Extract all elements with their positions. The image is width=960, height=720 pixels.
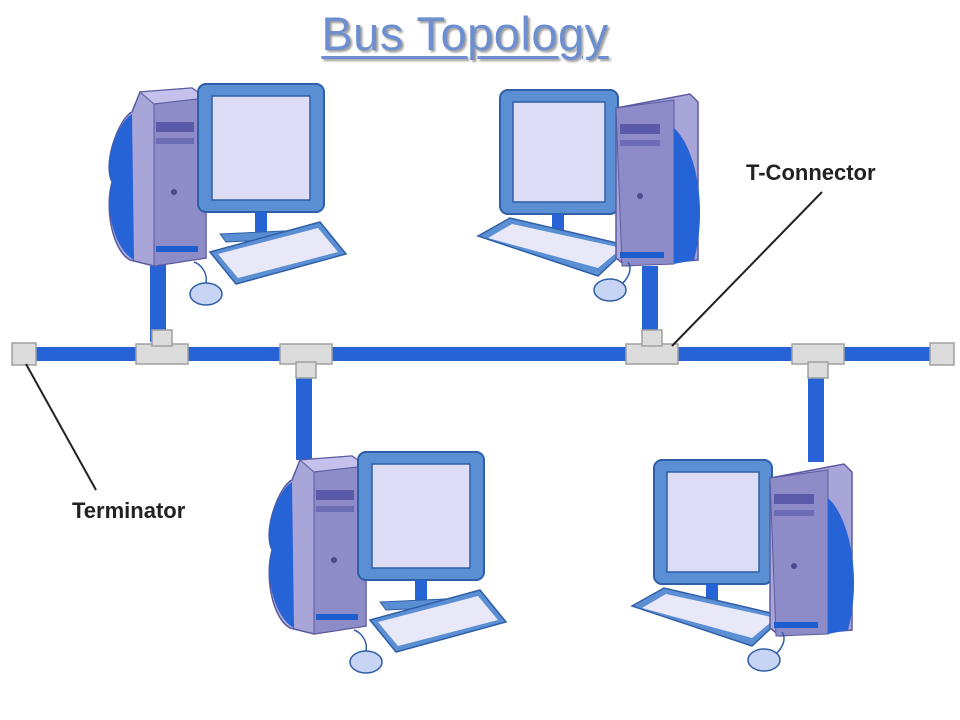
drop-cable-bottom-right [808, 364, 824, 462]
computer-bottom-right [631, 459, 856, 672]
t-connector-4 [791, 343, 845, 379]
page-title: Bus Topology [321, 7, 609, 60]
t-connector-3 [625, 329, 679, 365]
t-connector-1 [135, 329, 189, 365]
drop-cable-top-left [150, 262, 166, 342]
bus-backbone-cable [26, 347, 938, 361]
terminator-callout-line [25, 363, 97, 491]
terminator-right [929, 342, 955, 366]
computer-top-right [477, 89, 702, 302]
t-connector-callout-line [671, 191, 823, 347]
drop-cable-bottom-left [296, 364, 312, 460]
computer-bottom-left [267, 451, 507, 674]
computer-top-left [107, 83, 347, 306]
drop-cable-top-right [642, 266, 658, 342]
terminator-label: Terminator [72, 498, 186, 523]
t-connector-label: T-Connector [746, 160, 876, 185]
t-connector-2 [279, 343, 333, 379]
terminator-left [11, 342, 37, 366]
